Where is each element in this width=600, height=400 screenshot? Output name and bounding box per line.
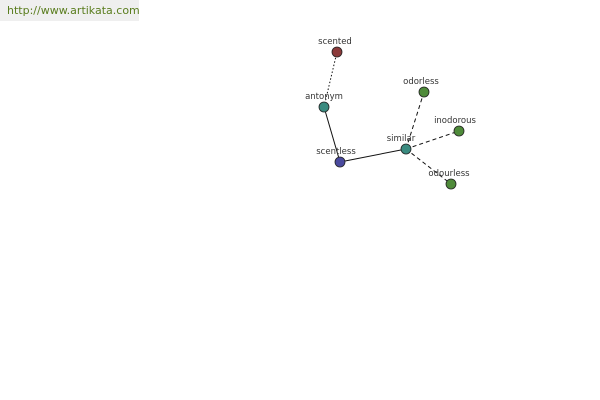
node-label-scentless[interactable]: scentless	[316, 147, 356, 157]
edges-layer	[323, 51, 460, 185]
edge-similar-inodorous	[405, 130, 460, 150]
node-scentless[interactable]	[334, 156, 346, 168]
nodes-layer: scented antonym scentless similar odorless in…	[305, 37, 477, 190]
node-label-inodorous[interactable]: inodorous	[434, 116, 476, 126]
edge-scentless-antonym	[323, 106, 341, 163]
node-label-odourless[interactable]: odourless	[428, 169, 470, 179]
edge-antonym-scented	[323, 51, 338, 108]
node-antonym[interactable]	[318, 101, 330, 113]
node-label-scented[interactable]: scented	[318, 37, 352, 47]
node-label-antonym[interactable]: antonym	[305, 92, 343, 102]
node-similar[interactable]	[400, 143, 412, 155]
node-scented[interactable]	[331, 46, 343, 58]
edge-similar-odourless	[405, 148, 452, 185]
edge-scentless-similar	[339, 148, 407, 163]
edge-similar-odorless	[405, 91, 425, 150]
node-label-odorless[interactable]: odorless	[403, 77, 439, 87]
node-odorless[interactable]	[418, 86, 430, 98]
node-label-similar[interactable]: similar	[387, 134, 416, 144]
node-odourless[interactable]	[445, 178, 457, 190]
node-inodorous[interactable]	[453, 125, 465, 137]
source-link[interactable]: http://www.artikata.com	[0, 0, 140, 21]
